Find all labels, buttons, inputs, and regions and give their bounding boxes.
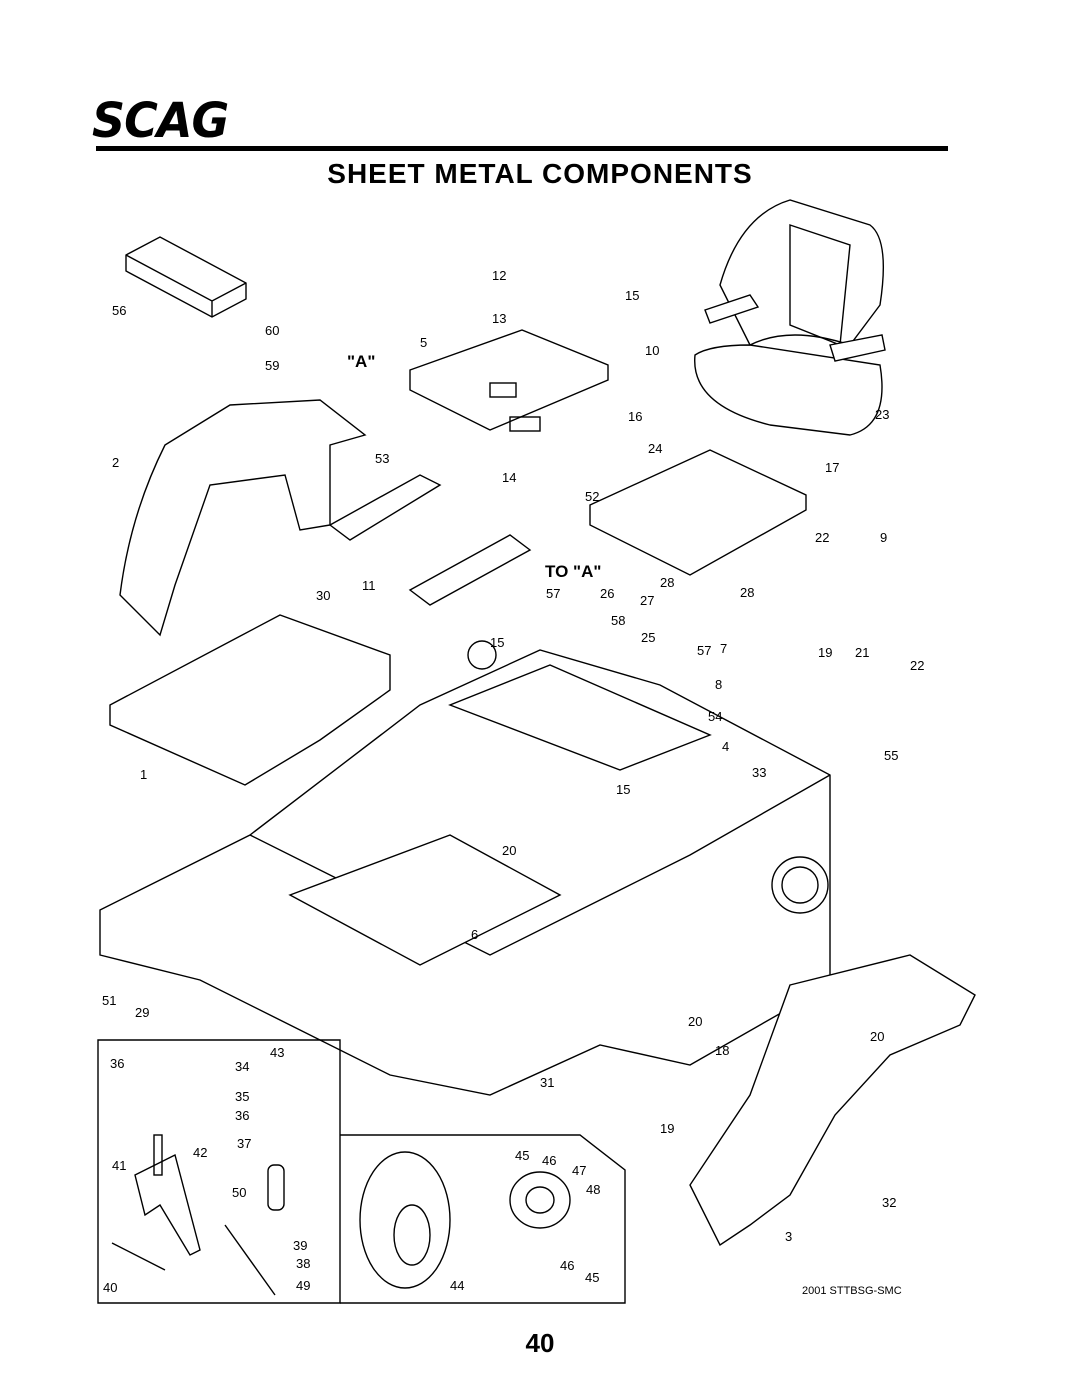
callout-label: 7 [720,641,727,656]
exploded-parts-diagram: "A" TO "A" 12 15 56 60 13 5 10 59 23 2 5… [97,199,976,1304]
callout-label: 13 [492,311,506,326]
callout-label: 34 [235,1059,249,1074]
callout-label: 25 [641,630,655,645]
callout-label: 56 [112,303,126,318]
callout-label: 57 [697,643,711,658]
callout-label: 1 [140,767,147,782]
reference-label-to-a: TO "A" [545,562,601,581]
callout-label: 57 [546,586,560,601]
callout-label: 15 [625,288,639,303]
callout-label: 4 [722,739,729,754]
callout-label: 28 [740,585,754,600]
callout-label: 9 [880,530,887,545]
callout-label: 39 [293,1238,307,1253]
callout-label: 40 [103,1280,117,1295]
callout-label: 35 [235,1089,249,1104]
callout-label: 55 [884,748,898,763]
callout-label: 60 [265,323,279,338]
page-title: SHEET METAL COMPONENTS [327,158,753,189]
callout-label: 54 [708,709,722,724]
callout-label: 36 [235,1108,249,1123]
callout-label: 14 [502,470,516,485]
callout-label: 45 [585,1270,599,1285]
callout-label: 24 [648,441,662,456]
callout-label: 37 [237,1136,251,1151]
callout-label: 42 [193,1145,207,1160]
callout-label: 32 [882,1195,896,1210]
callout-label: 20 [870,1029,884,1044]
callout-label: 36 [110,1056,124,1071]
callout-label: 5 [420,335,427,350]
callout-label: 46 [542,1153,556,1168]
callout-label: 19 [660,1121,674,1136]
line-art [97,199,976,1304]
callout-label: 21 [855,645,869,660]
callout-label: 29 [135,1005,149,1020]
diagram-footnote: 2001 STTBSG-SMC [802,1285,902,1297]
callout-label: 49 [296,1278,310,1293]
callout-label: 27 [640,593,654,608]
callout-label: 33 [752,765,766,780]
scag-logo: SCAG [92,91,242,149]
callout-label: 11 [362,578,376,593]
callout-label: 41 [112,1158,126,1173]
callout-label: 46 [560,1258,574,1273]
callout-label: 23 [875,407,889,422]
callout-label: 47 [572,1163,586,1178]
callout-label: 28 [660,575,674,590]
callout-label: 8 [715,677,722,692]
callout-label: 15 [490,635,504,650]
callout-label: 19 [818,645,832,660]
callout-numbers: 12 15 56 60 13 5 10 59 23 2 53 16 24 14 … [102,268,924,1295]
callout-label: 50 [232,1185,246,1200]
callout-label: 45 [515,1148,529,1163]
callout-label: 15 [616,782,630,797]
callout-label: 58 [611,613,625,628]
reference-label-a: "A" [347,352,375,371]
callout-label: 26 [600,586,614,601]
callout-label: 20 [688,1014,702,1029]
callout-label: 22 [815,530,829,545]
callout-label: 43 [270,1045,284,1060]
callout-label: 12 [492,268,506,283]
callout-label: 30 [316,588,330,603]
callout-label: 44 [450,1278,464,1293]
callout-label: 16 [628,409,642,424]
callout-label: 10 [645,343,659,358]
callout-label: 6 [471,927,478,942]
callout-label: 17 [825,460,839,475]
callout-label: 31 [540,1075,554,1090]
callout-label: 22 [910,658,924,673]
callout-label: 48 [586,1182,600,1197]
header-rule [96,146,948,151]
callout-label: 38 [296,1256,310,1271]
callout-label: 20 [502,843,516,858]
callout-label: 53 [375,451,389,466]
callout-label: 3 [785,1229,792,1244]
callout-label: 18 [715,1043,729,1058]
callout-label: 2 [112,455,119,470]
logo-text: SCAG [92,91,229,149]
callout-label: 52 [585,489,599,504]
callout-label: 59 [265,358,279,373]
callout-label: 51 [102,993,116,1008]
page-number: 40 [525,1328,555,1358]
